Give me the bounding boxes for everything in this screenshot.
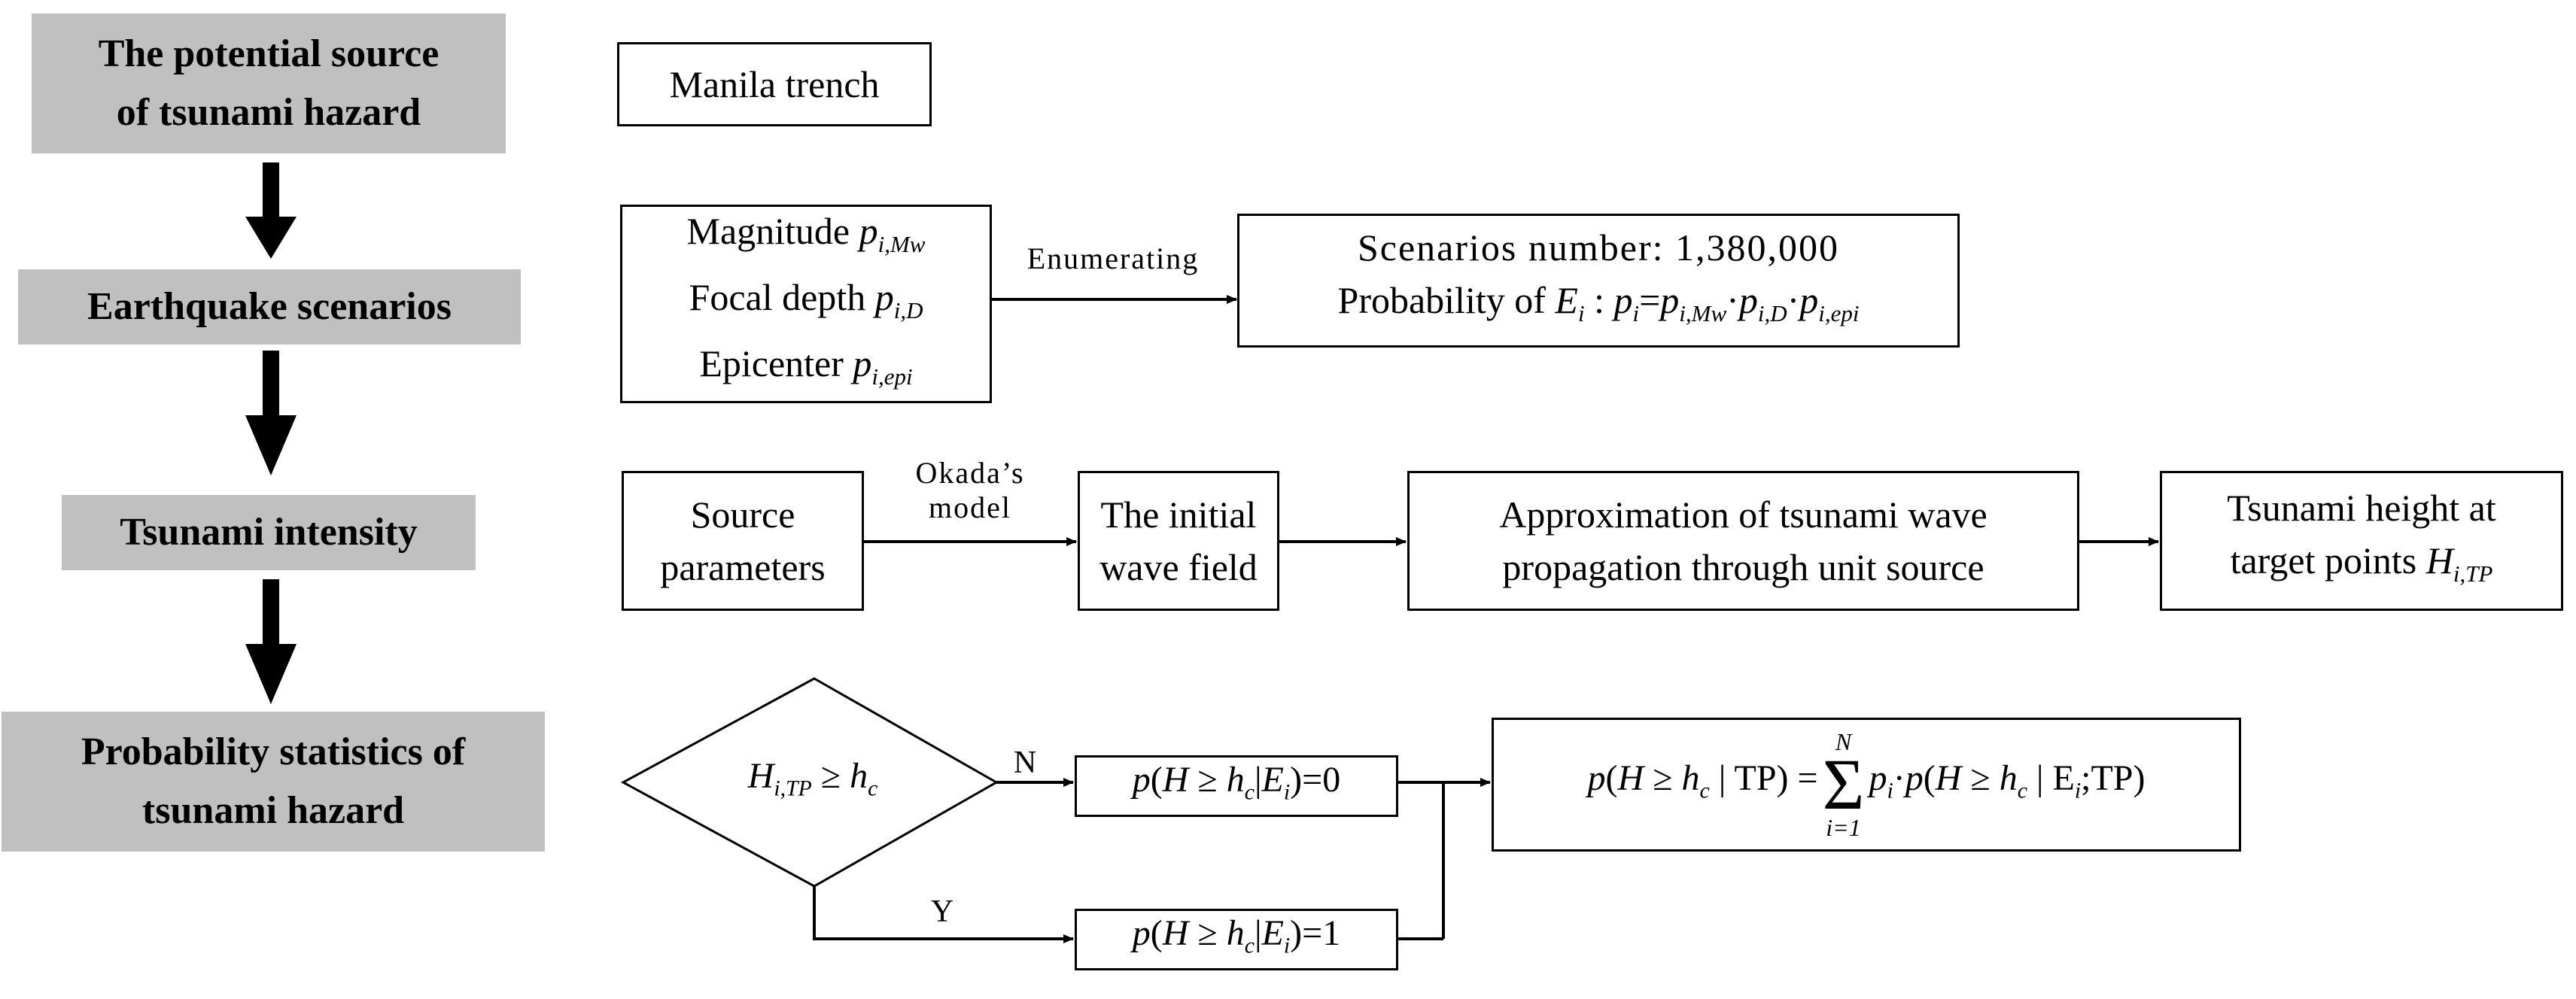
source-parameters-box: Source parameters [622, 471, 864, 611]
scenarios-box: Scenarios number: 1,380,000 Probability … [1237, 214, 1960, 348]
branch-y-arrow [813, 886, 1074, 943]
enumerating-label: Enumerating [1026, 241, 1200, 275]
summation-symbol: N Σ i=1 [1822, 728, 1865, 841]
stage-down-arrow [245, 579, 297, 704]
branch-n-label: N [1013, 745, 1037, 780]
result-one-formula: p(H ≥ hc|Ei)=1 [1132, 912, 1341, 958]
stage-potential-source: The potential source of tsunami hazard [32, 14, 506, 153]
scenario-probability: Probability of Ei : pi=pi,Mw·pi,D·pi,epi [1337, 279, 1860, 326]
parameters-box: Magnitude pi,Mw Focal depth pi,D Epicent… [620, 205, 992, 403]
tsunami-height-box: Tsunami height at target points Hi,TP [2160, 471, 2563, 611]
stage-down-arrow [245, 162, 297, 259]
final-probability-box: p(H ≥ hc | TP) = N Σ i=1 pi·p(H ≥ hc | E… [1492, 718, 2241, 852]
stage-earthquake-scenarios: Earthquake scenarios [18, 269, 521, 345]
result-one-box: p(H ≥ hc|Ei)=1 [1075, 909, 1398, 970]
param-epicenter: Epicenter pi,epi [699, 342, 913, 390]
result-zero-box: p(H ≥ hc|Ei)=0 [1075, 755, 1398, 817]
decision-condition: Hi,TP ≥ hc [747, 755, 878, 801]
branch-y-label: Y [930, 894, 954, 929]
initial-wave-field-box: The initial wave field [1078, 471, 1279, 611]
param-focal-depth: Focal depth pi,D [689, 276, 923, 323]
stage-tsunami-intensity: Tsunami intensity [62, 495, 476, 570]
stage-probability-statistics: Probability statistics of tsunami hazard [2, 712, 545, 852]
param-magnitude: Magnitude pi,Mw [686, 210, 926, 258]
okada-label: Okada’s model [915, 456, 1025, 524]
final-probability-formula: p(H ≥ hc | TP) = N Σ i=1 pi·p(H ≥ hc | E… [1587, 728, 2146, 841]
propagation-box: Approximation of tsunami wave propagatio… [1407, 471, 2079, 611]
stage-down-arrow [245, 351, 297, 475]
source-box: Manila trench [617, 42, 932, 126]
result-zero-formula: p(H ≥ hc|Ei)=0 [1132, 759, 1341, 805]
